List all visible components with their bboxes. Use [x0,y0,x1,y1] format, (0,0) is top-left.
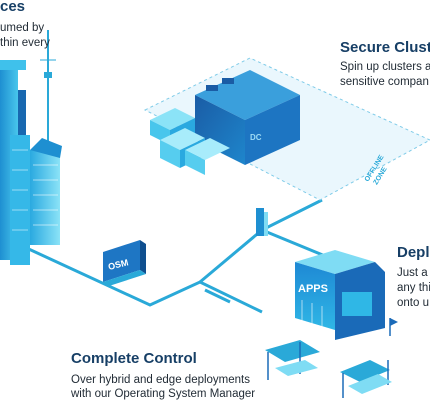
deploy-line-3: onto u [397,297,429,309]
deploy-line-2: any thi [397,282,430,294]
top-left-heading: ces [0,0,26,15]
deploy-heading: Depl [397,244,430,261]
market-stalls [265,340,392,398]
control-line-2: with our Operating System Manager [71,388,256,400]
server-racks [150,108,230,175]
dc-label: DC [250,133,262,142]
top-left-line-1: umed by [0,22,45,34]
data-center-building: DC [195,70,300,165]
apps-building: APPS [295,250,398,340]
complete-control-heading: Complete Control [71,350,197,367]
deploy-line-1: Just a [397,267,428,279]
city-towers [0,30,62,265]
firewall-gate-icon [256,208,268,236]
osm-monitor: OSM [103,240,146,286]
control-line-1: Over hybrid and edge deployments [71,374,250,386]
secure-line-1: Spin up clusters a [340,61,430,73]
osm-label: OSM [107,257,129,272]
secure-clusters-heading: Secure Cluste [340,39,430,56]
top-left-line-2: thin every [0,37,50,49]
apps-label: APPS [298,283,328,295]
secure-line-2: sensitive compan [340,76,429,88]
